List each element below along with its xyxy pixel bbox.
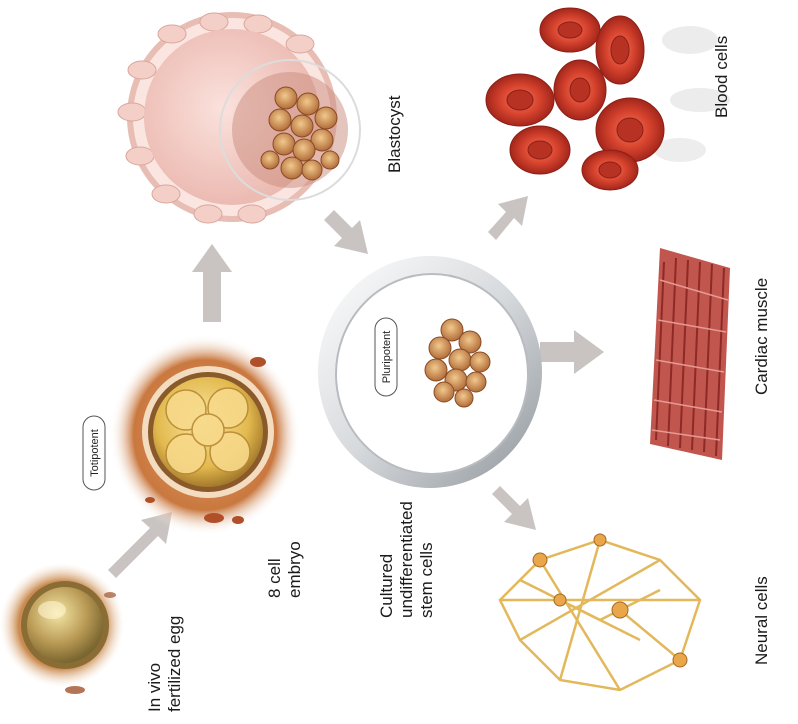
arrow-dish-to-neural: [492, 486, 536, 530]
eight-cell-embryo-illustration: [110, 335, 300, 535]
cultured-label-line1: Cultured: [377, 554, 396, 618]
cultured-label-line2: undifferentiated: [397, 501, 416, 618]
blood-cells-illustration: [486, 8, 730, 190]
neural-cells-label: Neural cells: [752, 576, 771, 665]
cultured-stem-cells-label: Cultured undifferentiated stem cells: [377, 501, 436, 618]
blastocyst-label-text: Blastocyst: [385, 95, 404, 173]
totipotent-label: Totipotent: [89, 429, 101, 477]
neural-cells-illustration: [500, 534, 700, 690]
fertilized-egg-label-line2: fertilized egg: [165, 616, 184, 712]
cardiac-muscle-label: Cardiac muscle: [752, 278, 771, 395]
neural-cells-label-text: Neural cells: [752, 576, 771, 665]
fertilized-egg-label-line1: In vivo: [145, 663, 164, 712]
arrow-blastocyst-to-dish: [324, 210, 368, 254]
pluripotent-badge: Pluripotent: [375, 318, 397, 396]
arrow-embryo-to-blastocyst: [192, 244, 232, 322]
cardiac-muscle-illustration: [650, 248, 730, 460]
blood-cells-label-text: Blood cells: [712, 36, 731, 118]
embryo-label-line2: embryo: [285, 541, 304, 598]
blastocyst-illustration: [118, 13, 360, 223]
totipotent-badge: Totipotent: [83, 416, 105, 490]
blood-cells-label: Blood cells: [712, 36, 731, 118]
arrow-dish-to-cardiac: [540, 330, 604, 374]
blastocyst-label: Blastocyst: [385, 95, 404, 173]
fertilized-egg-label: In vivo fertilized egg: [145, 616, 184, 712]
embryo-label-line1: 8 cell: [265, 558, 284, 598]
arrow-dish-to-blood: [488, 196, 528, 240]
fertilized-egg-illustration: [0, 563, 124, 694]
cultured-label-line3: stem cells: [417, 542, 436, 618]
petri-dish-illustration: [318, 256, 542, 488]
pluripotent-label: Pluripotent: [381, 331, 393, 384]
eight-cell-embryo-label: 8 cell embryo: [265, 541, 304, 598]
cardiac-muscle-label-text: Cardiac muscle: [752, 278, 771, 395]
